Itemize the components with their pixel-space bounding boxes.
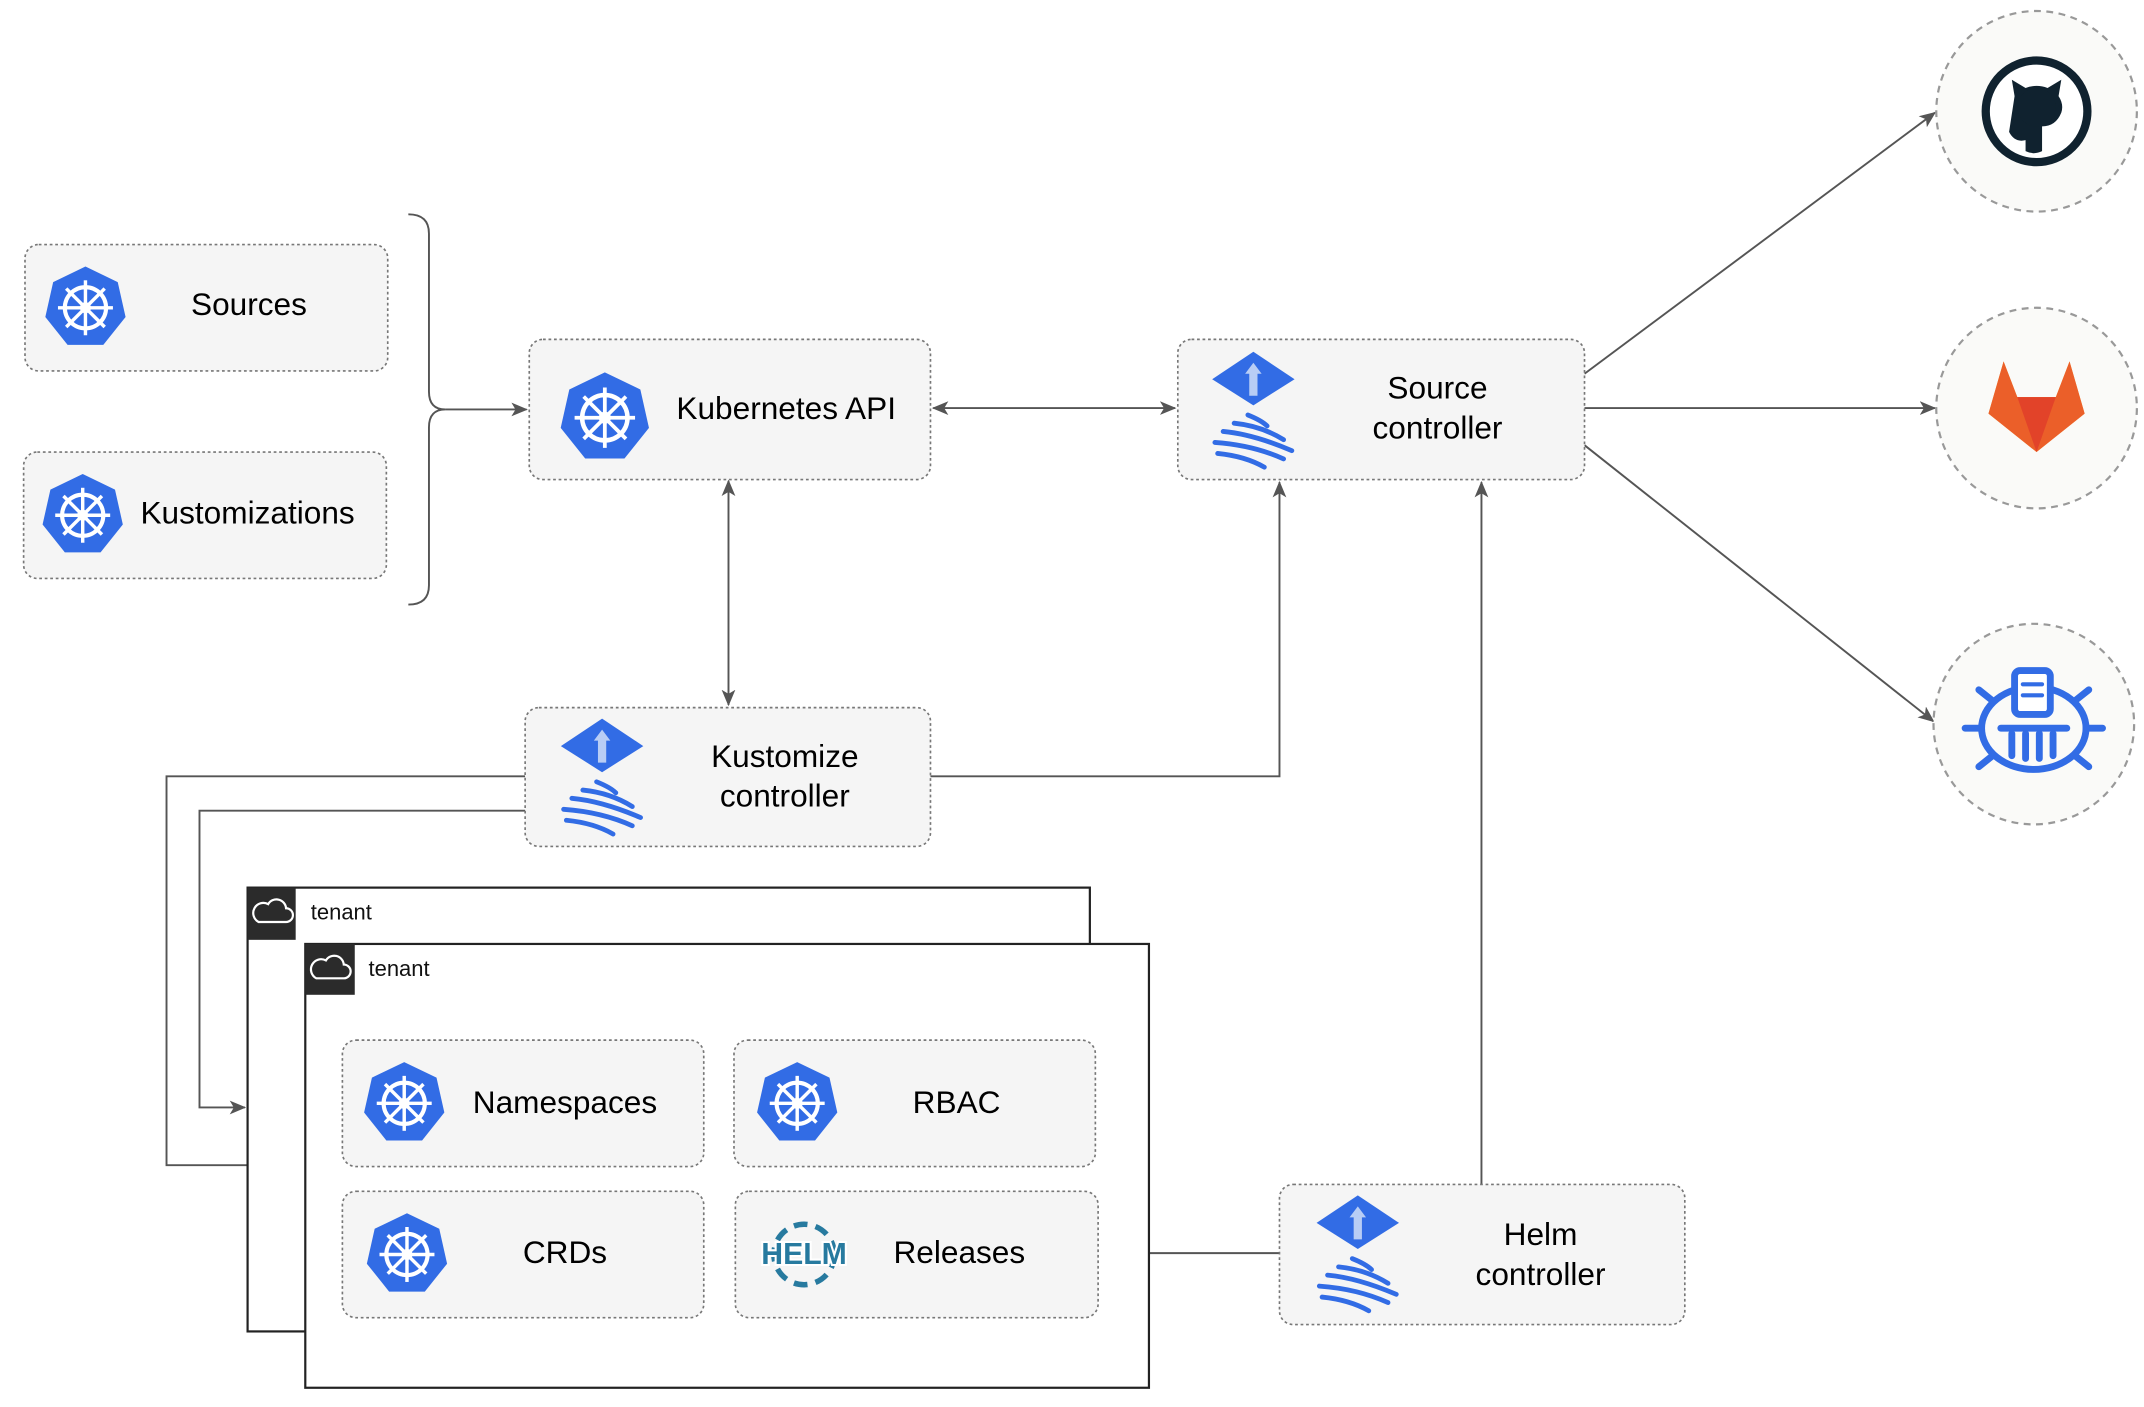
github-node[interactable] [1935, 9, 2138, 213]
node-kustomizations[interactable]: Kustomizations [22, 451, 388, 580]
node-helm-controller[interactable]: Helm controller [1278, 1183, 1686, 1326]
node-label: Namespaces [473, 1084, 657, 1120]
edge-kustomize-to-source [930, 480, 1287, 778]
bucket-icon [1961, 667, 2106, 773]
node-label: CRDs [523, 1234, 607, 1270]
node-sources[interactable]: Sources [24, 243, 389, 372]
node-label-line2: controller [1373, 409, 1503, 445]
node-label-line1: Helm [1504, 1216, 1578, 1252]
edges [165, 111, 1937, 1260]
node-label-line1: Source [1387, 370, 1487, 406]
node-kustomize-controller[interactable]: Kustomize controller [524, 706, 932, 848]
edge-source-to-github [1583, 111, 1936, 375]
node-label: Kubernetes API [676, 390, 896, 426]
node-releases[interactable]: HELM Releases [734, 1190, 1099, 1319]
gitlab-node[interactable] [1935, 306, 2138, 510]
gitlab-icon [1988, 361, 2085, 453]
node-label: RBAC [913, 1084, 1001, 1120]
sources-brace [408, 213, 446, 606]
node-label: Kustomizations [140, 495, 354, 531]
node-crds[interactable]: CRDs [341, 1190, 705, 1319]
node-namespaces[interactable]: Namespaces [341, 1039, 705, 1168]
tenant-label: tenant [369, 956, 430, 981]
helm-icon: HELM [759, 1221, 849, 1288]
node-label-line2: controller [720, 778, 850, 814]
bucket-node[interactable] [1932, 622, 2136, 826]
edge-kustomize-to-tenant-front [165, 775, 526, 1173]
node-label-line1: Kustomize [711, 738, 858, 774]
github-icon [1981, 56, 2092, 167]
edge-kustomize-to-tenant-back [198, 809, 526, 1115]
node-label: Releases [893, 1234, 1025, 1270]
edge-source-to-bucket [1583, 444, 1935, 723]
node-kubernetes-api[interactable]: Kubernetes API [528, 338, 932, 481]
node-rbac[interactable]: RBAC [733, 1039, 1097, 1168]
node-label-line2: controller [1476, 1256, 1606, 1292]
tenant-label: tenant [311, 900, 372, 925]
helm-logo-text: HELM [761, 1238, 847, 1271]
node-source-controller[interactable]: Source controller [1176, 338, 1586, 481]
node-label: Sources [191, 286, 307, 322]
